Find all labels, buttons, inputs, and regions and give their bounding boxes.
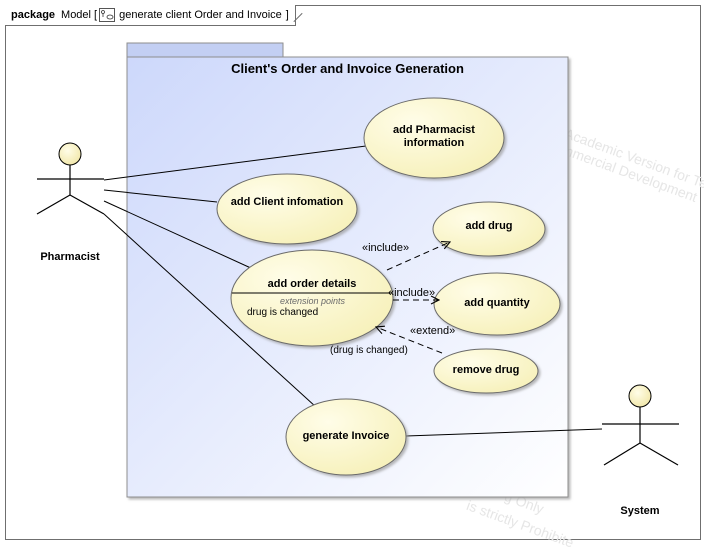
use-case-label: add Client infomation [230, 196, 344, 208]
use-case-label: generate Invoice [302, 430, 390, 442]
actor-system-figure[interactable] [602, 384, 679, 466]
frame-model: Model [61, 9, 91, 21]
actor-system-label: System [620, 505, 660, 517]
system-boundary-tab [126, 42, 284, 59]
association-line [103, 213, 317, 408]
actor-leg [36, 194, 71, 215]
extension-points-heading: extension points [280, 296, 346, 306]
use-case-generate-invoice[interactable] [285, 398, 407, 476]
extend-label: «extend» [410, 325, 456, 337]
use-case-label: add order details [267, 278, 357, 290]
include-label: «include» [362, 242, 410, 254]
use-case-diagram-icon [99, 8, 116, 22]
use-case-remove-drug[interactable] [433, 348, 539, 394]
actor-leg [69, 194, 105, 215]
use-case-label: add drug [465, 220, 513, 232]
use-case-label: remove drug [452, 364, 520, 376]
extension-point: drug is changed [247, 307, 319, 318]
extend-condition: (drug is changed) [330, 345, 408, 356]
use-case-add-drug[interactable] [432, 201, 546, 257]
include-dependency [386, 242, 450, 271]
use-case-add-client-information[interactable] [216, 173, 358, 245]
association-line [103, 145, 367, 181]
frame-diagram-name: generate client Order and Invoice [119, 9, 282, 21]
system-boundary-title: Client's Order and Invoice Generation [231, 61, 464, 76]
frame-open-bracket: [ [91, 9, 98, 21]
actor-head [628, 384, 652, 408]
association-line [103, 200, 254, 270]
association-line [405, 428, 603, 437]
actor-leg [639, 442, 679, 466]
frame-header: package Model [ generate client Order an… [5, 5, 296, 26]
actor-leg [603, 442, 641, 466]
frame-keyword: package [11, 9, 56, 21]
use-case-add-order-details[interactable] [230, 249, 394, 347]
association-line [103, 189, 218, 203]
include-label: «include» [388, 287, 436, 299]
use-case-label: add Pharmacist information [393, 124, 475, 149]
extend-dependency [376, 327, 443, 354]
actor-pharmacist-label: Pharmacist [40, 251, 100, 263]
use-case-add-pharmacist-information[interactable] [363, 97, 505, 179]
use-case-label: add quantity [464, 297, 530, 309]
frame-close-bracket: ] [285, 9, 289, 21]
actor-pharmacist-figure[interactable] [36, 142, 105, 215]
actor-head [58, 142, 82, 166]
